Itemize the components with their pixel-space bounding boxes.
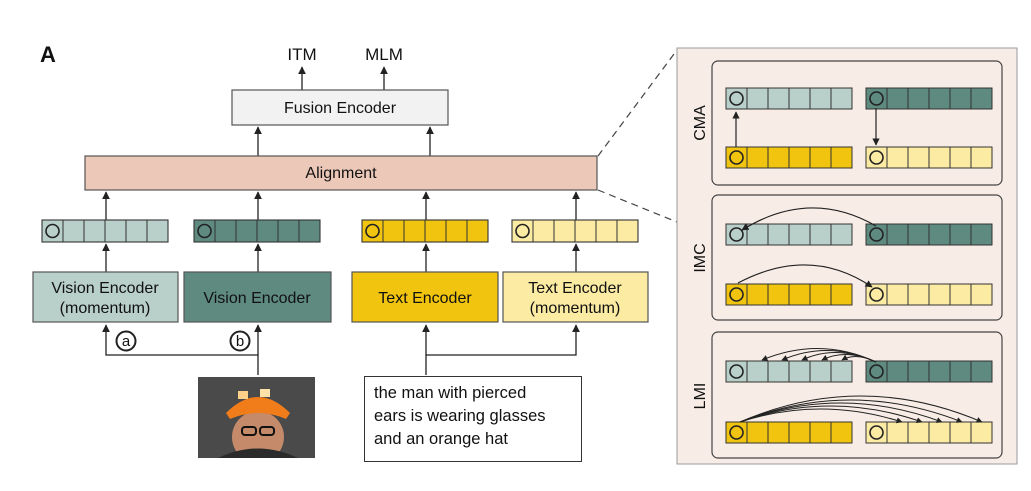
imc-panel: [711, 194, 1003, 321]
input-photo: [198, 377, 315, 458]
text-encoder-box: [351, 271, 499, 323]
cma-vision-momentum-row: [725, 87, 853, 110]
feature-row-text-momentum: [511, 219, 639, 243]
lmi-label: LMI: [692, 383, 709, 410]
imc-label: IMC: [692, 243, 709, 272]
marker-a-label: a: [122, 333, 131, 350]
lmi-vision-momentum-row: [725, 360, 853, 383]
vision-encoder-momentum-line1: Vision Encoder: [51, 280, 159, 297]
lmi-arrows: [739, 348, 983, 424]
lmi-vision-row: [865, 360, 993, 383]
imc-vision-momentum-row: [725, 223, 853, 246]
imc-text-momentum-row: [865, 283, 993, 306]
cma-vision-row: [865, 87, 993, 110]
feature-row-vision-momentum: [41, 219, 169, 243]
output-mlm: MLM: [365, 45, 403, 64]
marker-a: [115, 330, 137, 352]
cma-panel: [711, 60, 1003, 186]
caption-line-1: the man with pierced: [374, 384, 527, 402]
caption-line-3: and an orange hat: [374, 430, 508, 448]
vision-encoder-momentum-line2: (momentum): [60, 300, 151, 317]
caption-line-2: ears is wearing glasses: [374, 407, 546, 425]
output-itm: ITM: [287, 45, 316, 64]
input-caption: the man with pierced ears is wearing gla…: [364, 376, 582, 462]
text-encoder-momentum-box: [502, 271, 649, 323]
marker-b: [229, 330, 251, 352]
feature-row-text: [361, 219, 489, 243]
zoom-panel: [676, 47, 1018, 465]
text-encoder-momentum-line2: (momentum): [530, 300, 621, 317]
fusion-encoder-label: Fusion Encoder: [284, 100, 397, 117]
cma-text-momentum-row: [865, 146, 993, 169]
text-encoder-label: Text Encoder: [378, 290, 472, 307]
fusion-encoder-box: [231, 89, 449, 126]
lmi-text-momentum-row: [865, 421, 993, 444]
panel-label: A: [40, 42, 56, 67]
cma-text-row: [725, 146, 853, 169]
imc-vision-row: [865, 223, 993, 246]
alignment-box: [84, 155, 598, 191]
zoom-token-rows: [725, 87, 993, 444]
cma-label: CMA: [692, 105, 709, 141]
vision-encoder-box: [183, 271, 332, 323]
vision-encoder-momentum-box: [32, 271, 179, 323]
vision-encoder-label: Vision Encoder: [203, 290, 311, 307]
feature-row-vision: [193, 219, 321, 243]
lmi-panel: [711, 331, 1003, 459]
text-encoder-momentum-line1: Text Encoder: [528, 280, 622, 297]
imc-text-row: [725, 283, 853, 306]
alignment-label: Alignment: [305, 165, 377, 182]
lmi-text-row: [725, 421, 853, 444]
marker-b-label: b: [236, 333, 244, 350]
